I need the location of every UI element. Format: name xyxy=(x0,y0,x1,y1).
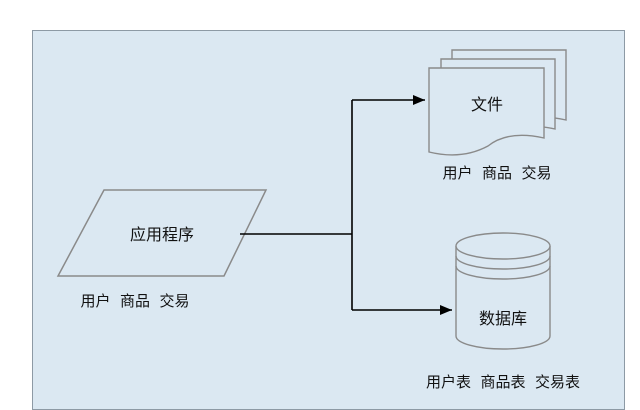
connectors xyxy=(240,95,452,315)
database-body xyxy=(455,246,551,350)
application-node: 应用程序 xyxy=(56,189,268,277)
database-ring-2 xyxy=(455,265,551,280)
database-top xyxy=(455,232,551,260)
database-node: 数据库 xyxy=(455,232,551,350)
file-node: 文件 xyxy=(428,49,567,156)
database-label: 数据库 xyxy=(479,309,527,328)
database-caption: 用户表 商品表 交易表 xyxy=(426,373,580,391)
file-caption: 用户 商品 交易 xyxy=(442,164,551,182)
application-shape xyxy=(56,189,268,277)
document-front xyxy=(428,67,545,156)
file-label: 文件 xyxy=(471,95,503,114)
application-caption: 用户 商品 交易 xyxy=(80,292,189,310)
database-ring-1 xyxy=(455,255,551,270)
application-label: 应用程序 xyxy=(130,225,194,244)
